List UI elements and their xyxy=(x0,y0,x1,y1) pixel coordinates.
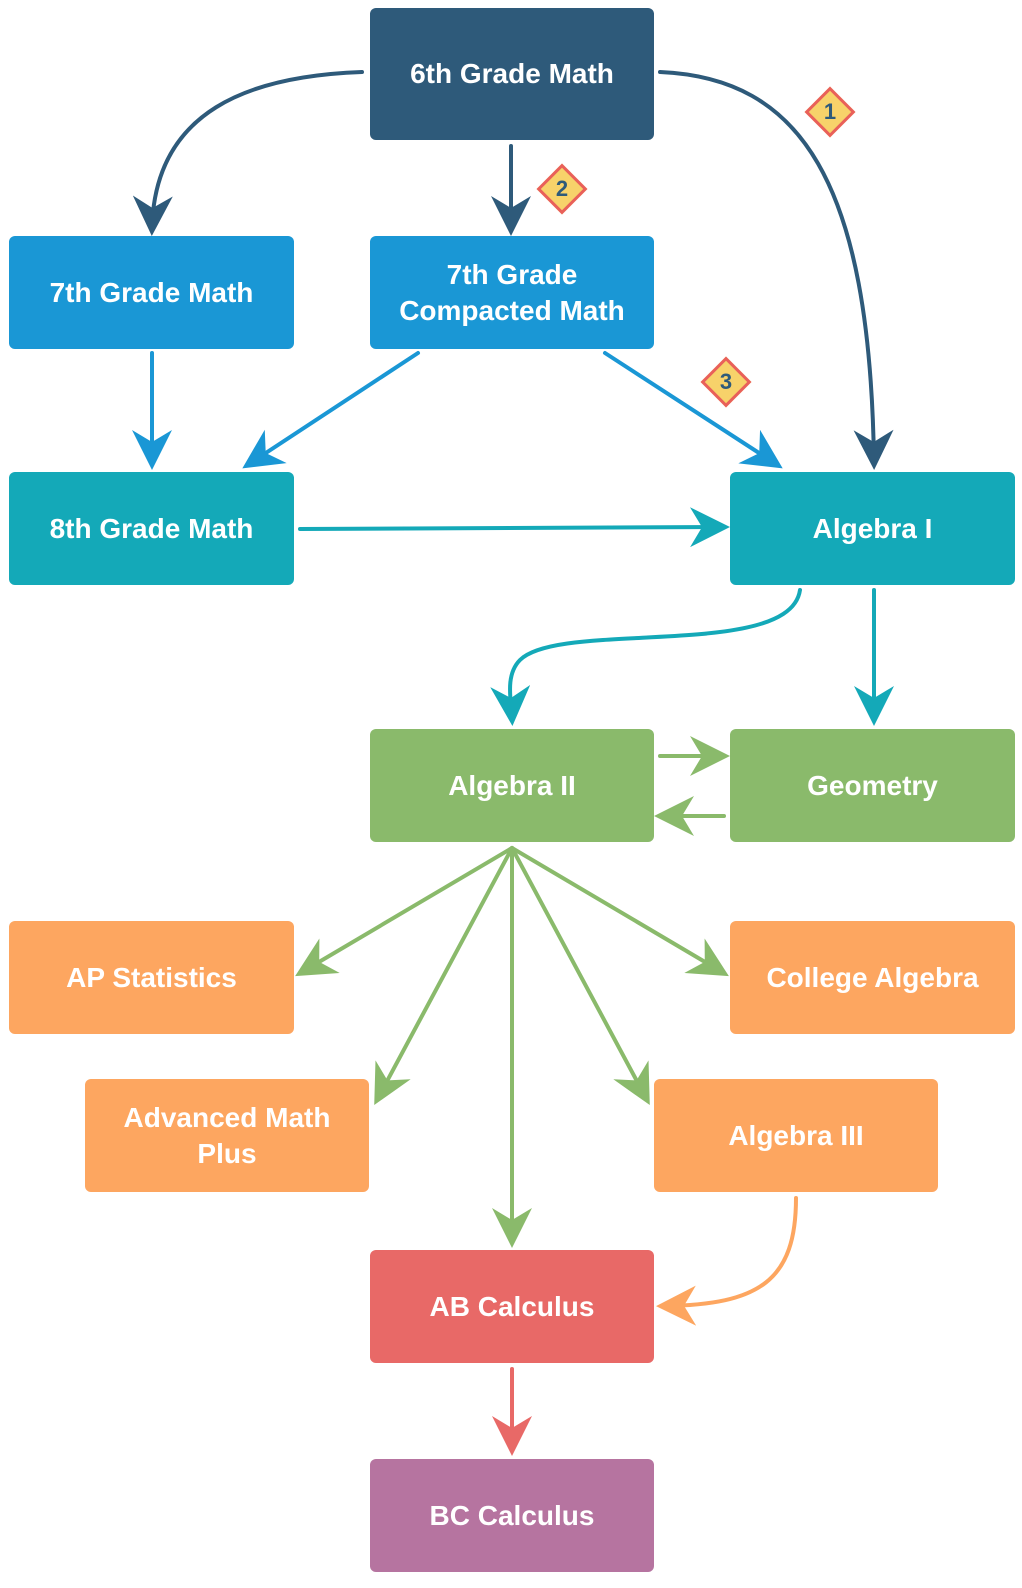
badge-1-number: 1 xyxy=(823,99,837,124)
badge-2: 2 xyxy=(536,163,588,215)
arrow-algebra2-to-ap-statistics xyxy=(295,846,514,977)
arrow-algebra2-to-advanced-math xyxy=(374,846,514,1106)
arrow-8th-to-algebra1 xyxy=(298,507,730,548)
badge-1: 1 xyxy=(804,86,856,138)
arrow-7th-compacted-to-8th xyxy=(242,351,420,469)
node-6th-grade-math[interactable]: 6th Grade Math xyxy=(370,8,654,140)
node-algebra-1[interactable]: Algebra I xyxy=(730,472,1015,585)
arrow-6th-to-algebra1 xyxy=(658,70,894,470)
badge-3: 3 xyxy=(700,356,752,408)
arrow-6th-to-7th xyxy=(132,70,364,236)
arrow-algebra3-to-ab-calculus xyxy=(656,1196,798,1326)
arrow-algebra2-to-college-algebra xyxy=(510,846,729,977)
badge-2-number: 2 xyxy=(555,176,569,201)
node-geometry[interactable]: Geometry xyxy=(730,729,1015,842)
arrow-7th-compacted-to-algebra1 xyxy=(603,351,783,469)
node-college-algebra[interactable]: College Algebra xyxy=(730,921,1015,1034)
node-advanced-math-plus[interactable]: Advanced Math Plus xyxy=(85,1079,369,1192)
node-8th-grade-math[interactable]: 8th Grade Math xyxy=(9,472,294,585)
node-7th-grade-math[interactable]: 7th Grade Math xyxy=(9,236,294,349)
node-ab-calculus[interactable]: AB Calculus xyxy=(370,1250,654,1363)
badge-3-number: 3 xyxy=(719,369,733,394)
node-algebra-2[interactable]: Algebra II xyxy=(370,729,654,842)
arrow-algebra2-to-algebra3 xyxy=(510,846,650,1106)
node-ap-statistics[interactable]: AP Statistics xyxy=(9,921,294,1034)
node-bc-calculus[interactable]: BC Calculus xyxy=(370,1459,654,1572)
node-algebra-3[interactable]: Algebra III xyxy=(654,1079,938,1192)
node-7th-grade-compacted-math[interactable]: 7th Grade Compacted Math xyxy=(370,236,654,349)
arrow-algebra1-to-algebra2 xyxy=(490,588,802,726)
